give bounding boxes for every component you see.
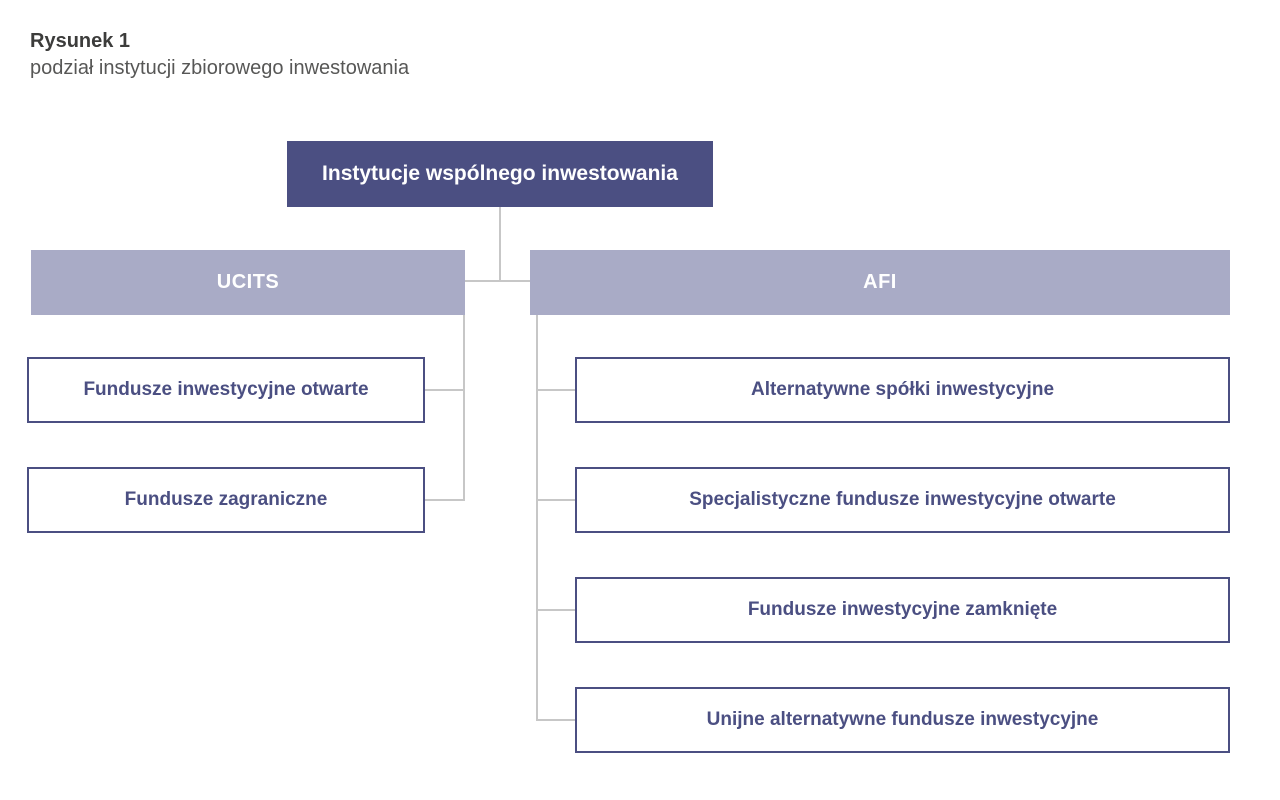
connector-ucits-stub-1 [425,389,463,391]
connector-afi-stub-1 [536,389,575,391]
node-fundusze-zagraniczne: Fundusze zagraniczne [27,467,425,533]
figure-caption: podział instytucji zbiorowego inwestowan… [30,57,410,79]
branch-header-afi: AFI [530,250,1230,315]
connector-afi-stub-2 [536,499,575,501]
connector-afi-drop [536,315,538,720]
branch-header-ucits: UCITS [31,250,465,315]
connector-root-cross [464,280,531,282]
node-root: Instytucje wspólnego inwestowania [287,141,713,207]
connector-ucits-drop [463,315,465,501]
figure-label: Rysunek 1 [30,30,131,52]
connector-afi-stub-3 [536,609,575,611]
connector-root-drop [499,207,501,281]
node-specjalistyczne-fundusze-inwestycyjne-otwarte: Specjalistyczne fundusze inwestycyjne ot… [575,467,1230,533]
node-unijne-alternatywne-fundusze-inwestycyjne: Unijne alternatywne fundusze inwestycyjn… [575,687,1230,753]
node-alternatywne-spolki-inwestycyjne: Alternatywne spółki inwestycyjne [575,357,1230,423]
figure-head: Rysunek 1 podział instytucji zbiorowego … [30,28,409,82]
node-fundusze-inwestycyjne-otwarte: Fundusze inwestycyjne otwarte [27,357,425,423]
connector-afi-stub-4 [536,719,575,721]
connector-ucits-stub-2 [425,499,463,501]
node-fundusze-inwestycyjne-zamkniete: Fundusze inwestycyjne zamknięte [575,577,1230,643]
